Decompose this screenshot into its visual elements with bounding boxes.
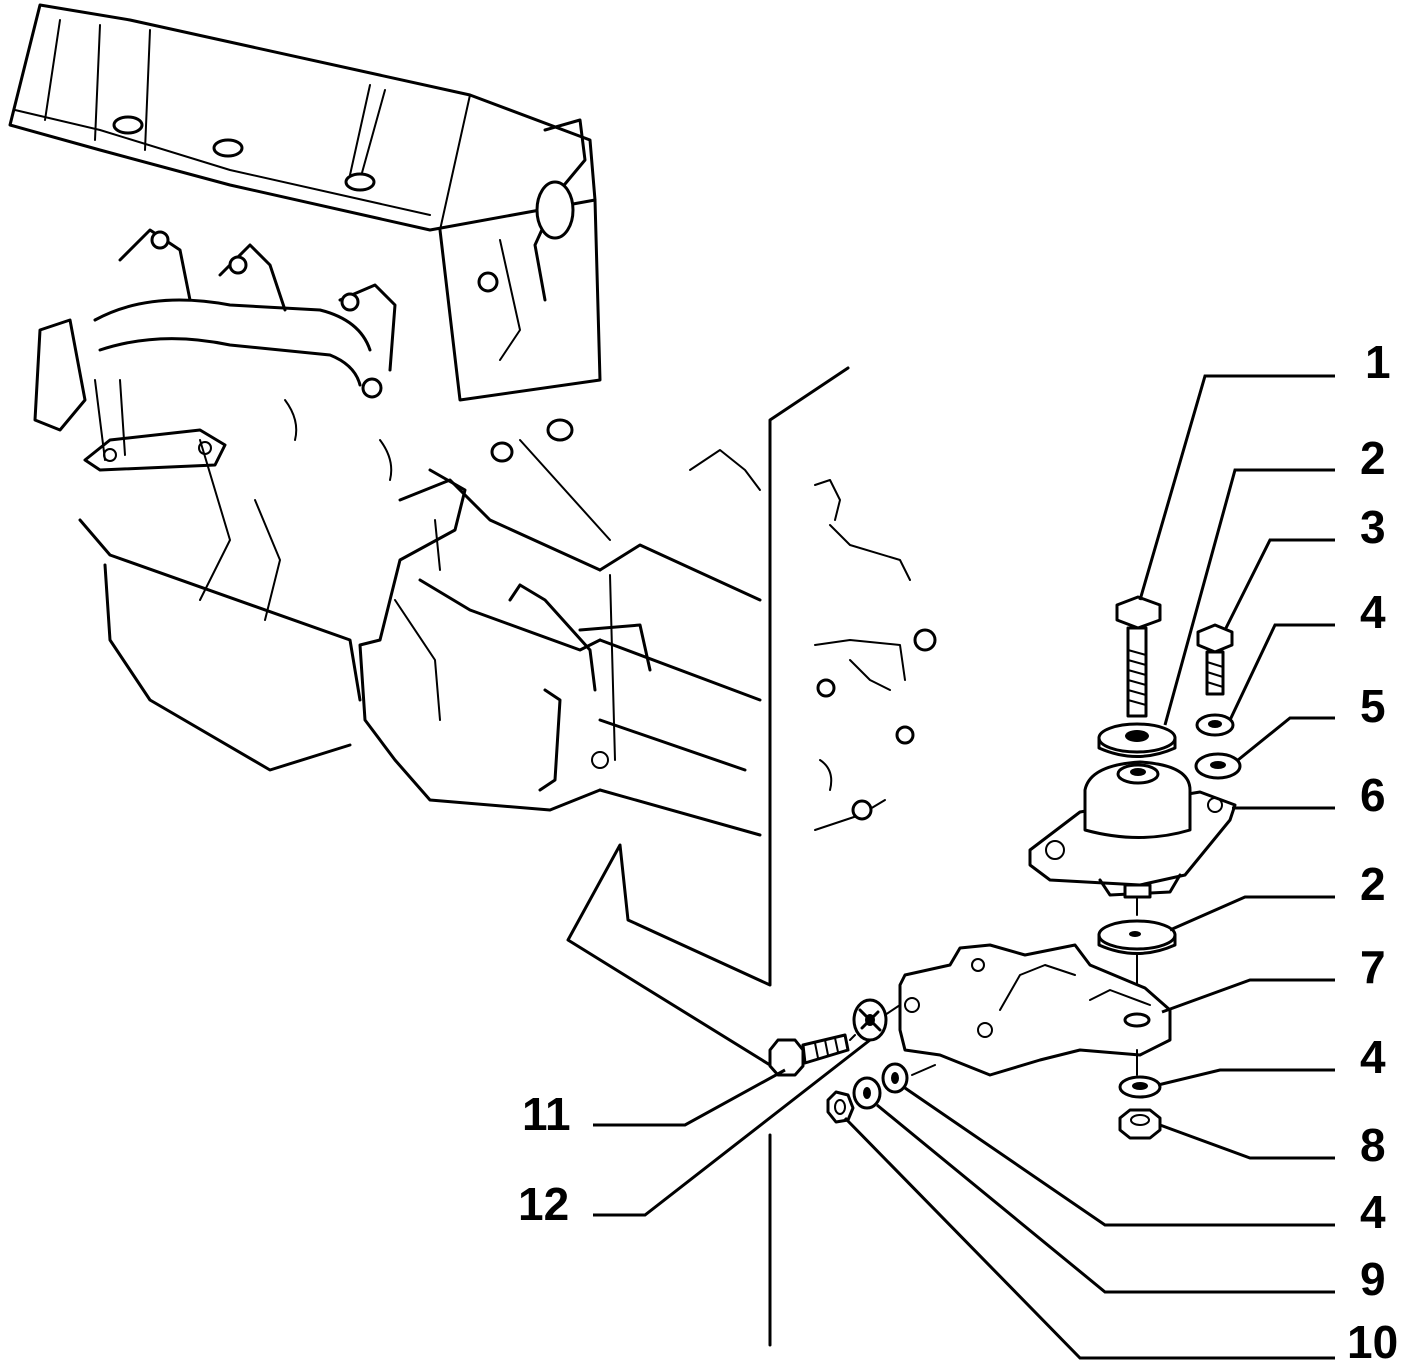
long-bolt xyxy=(1115,595,1162,718)
leader-8 xyxy=(1159,1123,1335,1160)
upper-washer xyxy=(1097,722,1177,758)
rubber-mount xyxy=(1028,760,1237,899)
side-nut xyxy=(826,1090,855,1124)
callout-2-lower: 2 xyxy=(1360,858,1386,910)
callout-3: 3 xyxy=(1360,501,1386,553)
leader-1 xyxy=(1138,374,1335,601)
callout-1: 1 xyxy=(1365,336,1391,388)
transmission-fragment xyxy=(814,479,937,831)
lower-spring-washer xyxy=(1118,1075,1162,1099)
side-spring-washer xyxy=(881,1062,909,1094)
leader-2b xyxy=(1169,895,1335,932)
leader-12 xyxy=(593,1038,871,1217)
callout-labels: 1 2 3 4 5 6 2 7 4 8 4 9 10 11 12 xyxy=(518,336,1398,1361)
short-bolt xyxy=(1196,623,1234,696)
leader-lines xyxy=(593,374,1335,1360)
callout-12: 12 xyxy=(518,1178,569,1230)
bracket xyxy=(898,943,1172,1077)
lower-washer xyxy=(1097,919,1177,955)
leader-4c xyxy=(904,1086,1335,1227)
toothed-washer xyxy=(852,998,888,1042)
callout-4: 4 xyxy=(1360,586,1386,638)
callout-9: 9 xyxy=(1360,1253,1386,1305)
engine-block-illustration xyxy=(8,3,762,837)
callout-5: 5 xyxy=(1360,680,1386,732)
callout-6: 6 xyxy=(1360,769,1386,821)
leader-2a xyxy=(1163,468,1335,726)
side-flat-washer xyxy=(852,1076,882,1110)
leader-4a xyxy=(1228,623,1335,721)
callout-11: 11 xyxy=(522,1088,571,1140)
leader-4b xyxy=(1157,1068,1335,1087)
leader-7 xyxy=(1161,978,1335,1014)
callout-4-lower: 4 xyxy=(1360,1031,1386,1083)
flat-washer xyxy=(1194,752,1242,780)
callout-7: 7 xyxy=(1360,941,1386,993)
leader-9 xyxy=(876,1103,1335,1294)
callout-2: 2 xyxy=(1360,432,1386,484)
side-bolt xyxy=(768,1033,850,1077)
callout-4-side: 4 xyxy=(1360,1186,1386,1238)
leader-3 xyxy=(1223,538,1335,631)
callout-8: 8 xyxy=(1360,1119,1386,1171)
hex-nut xyxy=(1118,1108,1162,1140)
callout-10: 10 xyxy=(1347,1316,1398,1361)
spring-washer xyxy=(1195,713,1235,737)
leader-10 xyxy=(843,1116,1335,1360)
leader-11 xyxy=(593,1068,786,1127)
leader-5 xyxy=(1237,716,1335,762)
section-break-lines xyxy=(566,366,850,1347)
